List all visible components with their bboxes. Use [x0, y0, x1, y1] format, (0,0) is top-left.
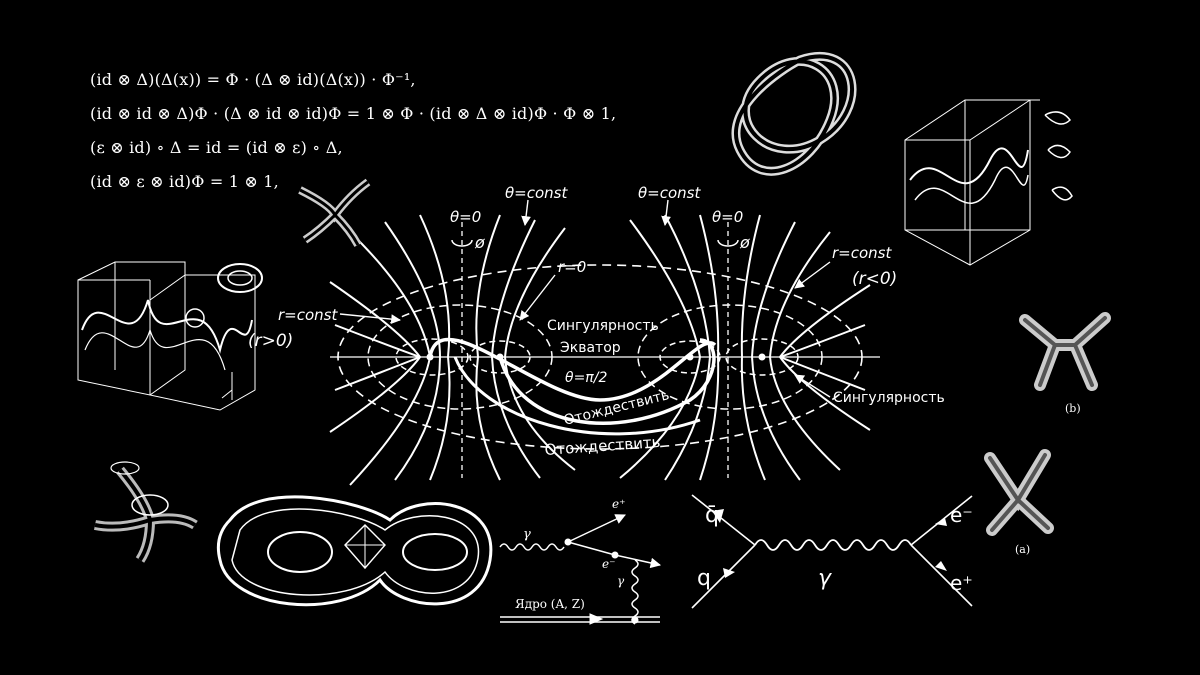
three-arm-tube [94, 461, 198, 563]
label-r-const-left: r=const [278, 306, 338, 324]
label-phi-right: ø [739, 233, 750, 252]
label-photon: γ [818, 566, 832, 591]
equation-4: (id ⊗ ε ⊗ id)Φ = 1 ⊗ 1, [90, 172, 279, 191]
label-electron-nucleus: e⁻ [602, 557, 615, 571]
label-b: (b) [1065, 402, 1081, 415]
label-r-const-right: r=const [832, 244, 892, 262]
equation-2: (id ⊗ id ⊗ Δ)Φ · (Δ ⊗ id ⊗ id)Φ = 1 ⊗ Φ … [90, 104, 617, 123]
equation-3: (ε ⊗ id) ∘ Δ = id = (id ⊗ ε) ∘ Δ, [90, 138, 343, 157]
label-nucleus: Ядро (A, Z) [515, 597, 585, 611]
surface-plot-boxes-left [77, 261, 263, 411]
label-antiquark: q̄ [705, 503, 719, 528]
label-positron-nucleus: e⁺ [612, 497, 625, 511]
label-electron: e⁻ [950, 503, 973, 527]
label-r-negative: (r<0) [852, 269, 897, 289]
label-singularity-right: Сингулярность [833, 390, 945, 406]
label-quark: q [697, 566, 711, 591]
label-singularity-center: Сингулярность [547, 318, 659, 334]
x-tube-a [984, 449, 1054, 536]
label-theta-half-pi: θ=π/2 [565, 370, 607, 386]
tube-junction-small [298, 178, 371, 247]
trefoil-knot-drawing [731, 52, 857, 176]
label-gamma-virtual: γ [617, 574, 625, 588]
label-theta-const-left: θ=const [505, 184, 568, 202]
label-theta-zero-left: θ=0 [450, 208, 481, 226]
label-gamma-incoming: γ [523, 527, 531, 542]
label-identify-lower: Отождествить [544, 433, 661, 459]
surface-plot-box-right [904, 99, 1073, 266]
label-r-positive: (r>0) [248, 331, 293, 351]
label-phi-left: ø [474, 233, 485, 252]
pair-production-diagram [499, 514, 662, 625]
label-r-zero: r=0 [558, 258, 586, 276]
equation-1: (id ⊗ Δ)(Δ(x)) = Φ · (Δ ⊗ id)(Δ(x)) · Φ⁻… [90, 70, 416, 89]
feynman-annihilation-diagram [691, 494, 973, 609]
label-theta-zero-right: θ=0 [712, 208, 743, 226]
kerr-diagram [329, 199, 880, 486]
label-a: (a) [1015, 543, 1030, 556]
x-tube-b [1019, 312, 1111, 391]
double-torus [216, 495, 493, 607]
label-theta-const-right: θ=const [638, 184, 701, 202]
label-equator: Экватор [560, 340, 621, 356]
label-positron: e⁺ [950, 571, 973, 595]
